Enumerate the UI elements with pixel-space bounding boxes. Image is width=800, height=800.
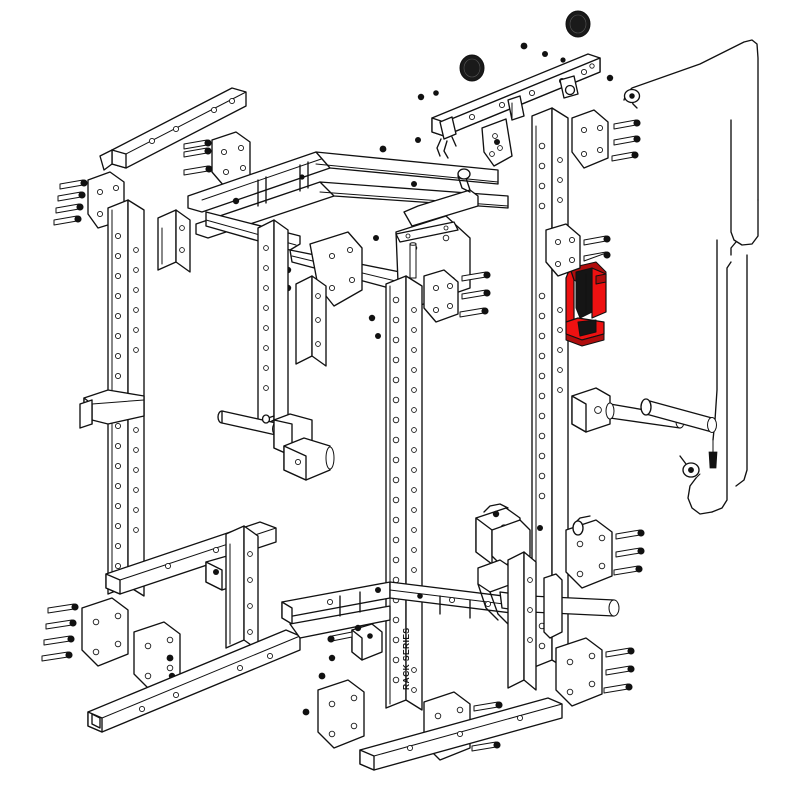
part-short-post [157,209,191,273]
part-gusset-plate [555,637,603,707]
hardware-hex-bolt [611,119,641,162]
upright-brand-stamp: RACK SERIES [401,628,411,691]
hardware-loose-dots-top [356,42,614,162]
highlighted-j-cup-bracket [565,261,607,347]
part-gusset-plate [565,515,613,589]
part-base-post-right [507,551,537,691]
brand-text: RACK SERIES [401,628,411,691]
hardware-hex-bolt [583,235,611,262]
hardware-hex-bolt [459,271,491,318]
part-rear-upright-base-post [225,525,259,651]
part-upper-side-beam [99,87,247,171]
part-top-crossmember [431,53,601,159]
part-gusset-plate [211,131,251,187]
hardware-dot [318,672,326,680]
hardware-hex-bolt [603,647,635,694]
hardware-hex-bolt [183,139,213,176]
part-j-cup-bracket [79,389,145,429]
part-gusset-plate [133,621,181,691]
part-j-cup-bracket [261,413,335,481]
part-flat-bar-stock [395,221,459,279]
part-gusset-plate [423,269,459,323]
part-short-post [295,275,327,367]
hardware-dot [302,708,310,716]
part-front-upright-left: RACK SERIES [385,275,423,711]
part-bar-holder-sleeve [640,398,717,433]
hardware-dot [328,654,336,662]
part-gusset-plate [545,223,581,277]
part-base-foot-front [359,697,563,771]
part-gusset-plate [571,109,609,169]
hardware-hex-bolt [327,631,353,643]
part-gusset-plate [81,597,129,667]
part-gusset-plate [317,679,365,749]
hardware-loose-dots-bottom [213,525,543,639]
hardware-hex-bolt [41,603,79,662]
part-bottom-cross-beam [281,581,521,639]
hardware-hex-bolt [53,179,88,226]
part-rubber-bumper [459,10,591,82]
part-rear-upright-left [79,199,145,597]
hardware-dot [166,654,174,662]
part-bracket-block [351,623,383,661]
part-rear-upright-right [257,219,289,431]
hardware-hex-bolt [613,529,645,576]
part-base-foot-left [87,629,301,733]
